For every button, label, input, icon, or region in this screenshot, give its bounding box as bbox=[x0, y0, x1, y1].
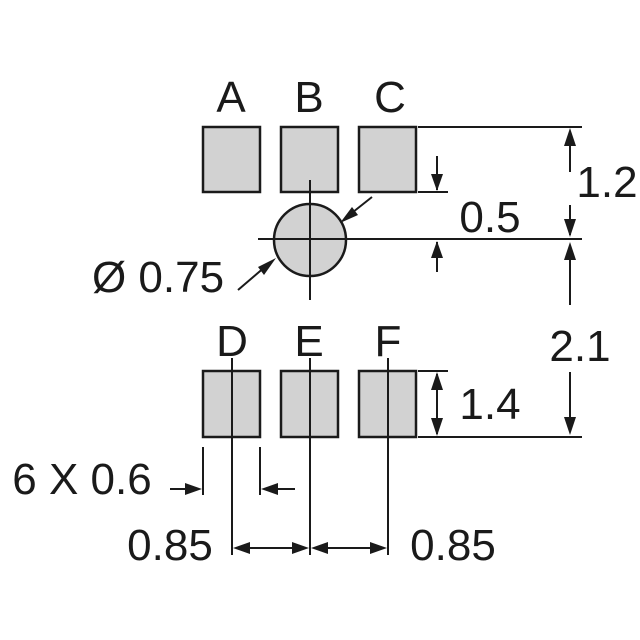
dim-1-4-label: 1.4 bbox=[459, 380, 520, 429]
pad-width-label: 6 X 0.6 bbox=[12, 455, 151, 504]
pad-label-d: D bbox=[216, 317, 248, 366]
pad-label-c: C bbox=[374, 73, 406, 122]
dim-1-4-arrow-down bbox=[431, 418, 443, 436]
dim-pad-width-arrow-right bbox=[261, 483, 278, 495]
dim-0-5-arrow-down bbox=[431, 174, 443, 191]
dim-0-5-arrow-up bbox=[431, 241, 443, 258]
dim-pitch-left-arrow-a bbox=[233, 542, 250, 554]
dim-pitch-left-arrow-b bbox=[292, 542, 309, 554]
dim-2-1-arrow-up bbox=[564, 242, 576, 260]
pad-label-a: A bbox=[216, 73, 246, 122]
dim-1-2-arrow-up bbox=[564, 128, 576, 146]
hole-diameter-label: Ø 0.75 bbox=[92, 253, 224, 302]
dim-1-2-label: 1.2 bbox=[576, 158, 637, 207]
leader-to-hole-upper-arrow bbox=[340, 207, 358, 223]
dim-1-2-arrow-down bbox=[564, 219, 576, 237]
leader-to-hole-lower-arrow bbox=[258, 258, 276, 275]
pitch-right-label: 0.85 bbox=[410, 521, 496, 570]
dim-pad-width-arrow-left bbox=[185, 483, 202, 495]
dim-2-1-arrow-down bbox=[564, 417, 576, 435]
pitch-left-label: 0.85 bbox=[127, 521, 213, 570]
pad-a bbox=[201, 125, 262, 194]
dim-2-1-label: 2.1 bbox=[549, 322, 610, 371]
pad-label-e: E bbox=[294, 317, 323, 366]
dim-1-4-arrow-up bbox=[431, 372, 443, 390]
pad-c bbox=[357, 125, 418, 194]
pad-label-b: B bbox=[294, 73, 323, 122]
pad-label-f: F bbox=[375, 317, 402, 366]
dim-pitch-right-arrow-a bbox=[311, 542, 328, 554]
dim-pitch-right-arrow-b bbox=[370, 542, 387, 554]
dim-0-5-label: 0.5 bbox=[459, 193, 520, 242]
